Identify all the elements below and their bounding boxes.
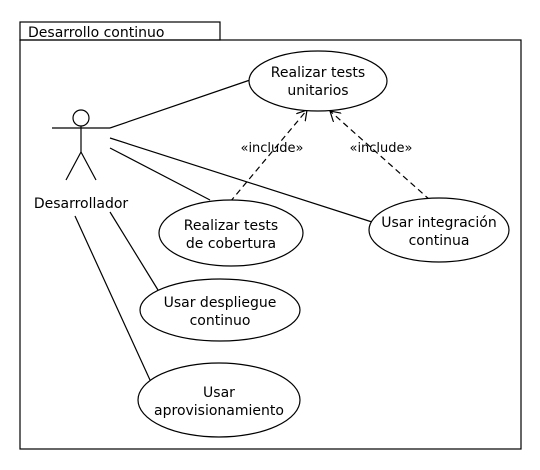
use-case-realizar-tests-cobertura[interactable]: Realizar tests de cobertura	[158, 199, 304, 267]
actor-head	[72, 109, 90, 127]
use-case-line1: Realizar tests	[184, 218, 278, 234]
use-case-line2: de cobertura	[186, 236, 276, 252]
assoc-tests-unitarios	[109, 79, 251, 129]
assoc-despliegue-continuo	[109, 211, 159, 291]
include-label-left: «include»	[240, 141, 303, 156]
use-case-ellipse	[158, 199, 304, 267]
include-integracion-unitarios	[330, 111, 431, 201]
use-case-line1: Realizar tests	[271, 65, 365, 81]
use-case-realizar-tests-unitarios[interactable]: Realizar tests unitarios	[248, 50, 388, 112]
actor-desarrollador[interactable]: Desarrollador	[34, 109, 129, 212]
use-case-ellipse	[248, 50, 388, 112]
actor-left-leg	[65, 151, 82, 181]
use-case-ellipse	[368, 197, 510, 263]
use-case-line1: Usar despliegue	[164, 295, 277, 311]
use-case-line2: continua	[409, 233, 470, 249]
actor-label: Desarrollador	[34, 196, 129, 212]
assoc-integracion-continua	[109, 137, 373, 223]
system-frame: Desarrollo continuo	[19, 21, 522, 450]
frame-title: Desarrollo continuo	[28, 25, 164, 41]
use-case-ellipse	[139, 278, 301, 342]
use-case-line2: unitarios	[287, 83, 348, 99]
use-case-line2: aprovisionamiento	[154, 403, 284, 419]
use-case-line1: Usar	[203, 385, 235, 401]
use-case-ellipse	[137, 362, 301, 438]
use-case-usar-aprovisionamiento[interactable]: Usar aprovisionamiento	[137, 362, 301, 438]
assoc-aprovisionamiento	[74, 215, 151, 381]
assoc-tests-cobertura	[109, 147, 211, 201]
include-label-right: «include»	[349, 141, 412, 156]
use-case-line1: Usar integración	[381, 215, 496, 231]
frame-border	[19, 39, 522, 450]
use-case-line2: continuo	[190, 313, 251, 329]
use-case-usar-despliegue-continuo[interactable]: Usar despliegue continuo	[139, 278, 301, 342]
use-case-usar-integracion-continua[interactable]: Usar integración continua	[368, 197, 510, 263]
actor-right-leg	[80, 151, 97, 181]
